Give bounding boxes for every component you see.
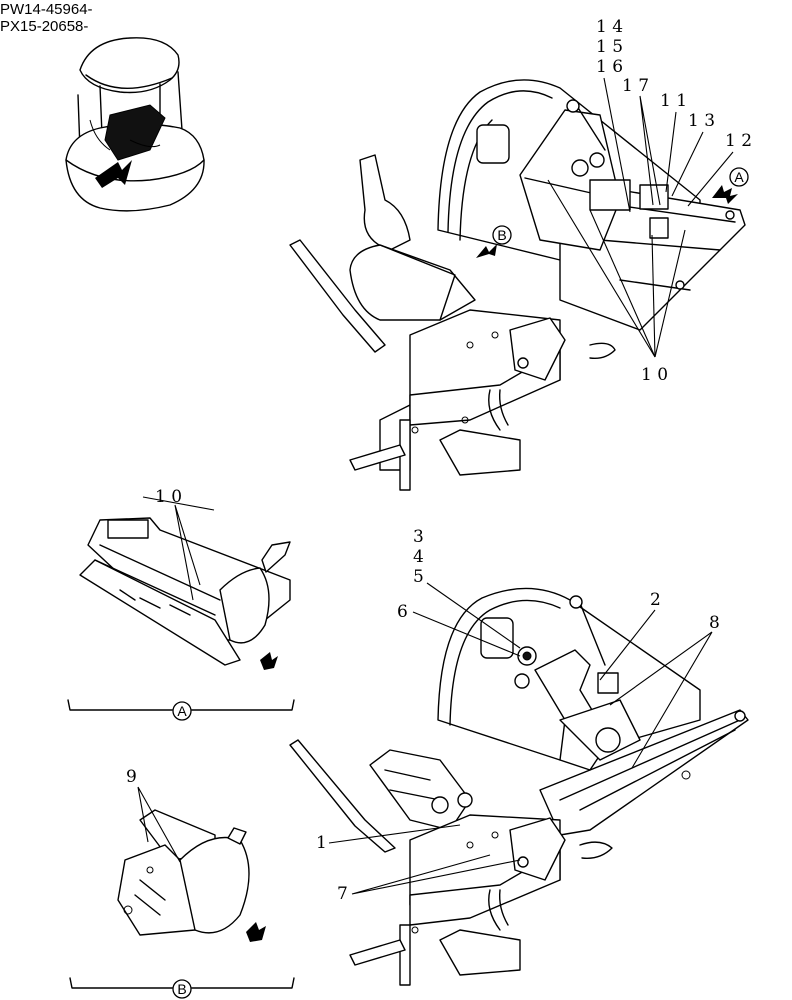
callout-4: 4 (413, 547, 424, 567)
callout-11: 1 1 (660, 91, 687, 111)
callout-10-detail: 1 0 (155, 487, 182, 507)
callout-5: 5 (413, 567, 424, 587)
window-panel (476, 124, 510, 164)
callout-1: 1 (316, 833, 327, 853)
serial-range-2: PX15-20658- (0, 18, 88, 35)
callout-12: 1 2 (725, 131, 752, 151)
callout-6: 6 (397, 602, 408, 622)
callout-3: 3 (413, 527, 424, 547)
callout-14: 1 4 (596, 17, 623, 37)
callout-9: 9 (126, 767, 137, 787)
callout-8: 8 (709, 613, 720, 633)
view-b-label: B (497, 227, 506, 243)
callout-2: 2 (650, 590, 661, 610)
callout-7: 7 (337, 884, 348, 904)
top-view-callouts: 1 4 1 5 1 6 1 7 1 1 1 3 1 2 1 0 (547, 17, 752, 385)
bottom-view-callouts: 3 4 5 6 2 8 1 7 (316, 527, 720, 904)
detail-a-label: A (177, 703, 187, 719)
callout-15: 1 5 (596, 37, 623, 57)
view-b-indicator: B (476, 225, 512, 258)
detail-b-label: B (177, 981, 186, 997)
detail-view-a: 1 0 A (67, 487, 295, 721)
serial-range-1: PW14-45964- (0, 1, 93, 18)
detail-view-b: 9 B (69, 767, 295, 999)
view-a-indicator: A (712, 167, 749, 204)
callout-13: 1 3 (688, 111, 715, 131)
callout-10: 1 0 (641, 365, 668, 385)
callout-17: 1 7 (622, 76, 649, 96)
callout-16: 1 6 (596, 57, 623, 77)
cab-locator-thumbnail (65, 37, 205, 212)
control-stand-top-view (289, 79, 746, 491)
control-stand-bottom-view (289, 587, 749, 986)
view-a-label: A (734, 169, 744, 185)
window-panel-bottom (480, 617, 514, 659)
